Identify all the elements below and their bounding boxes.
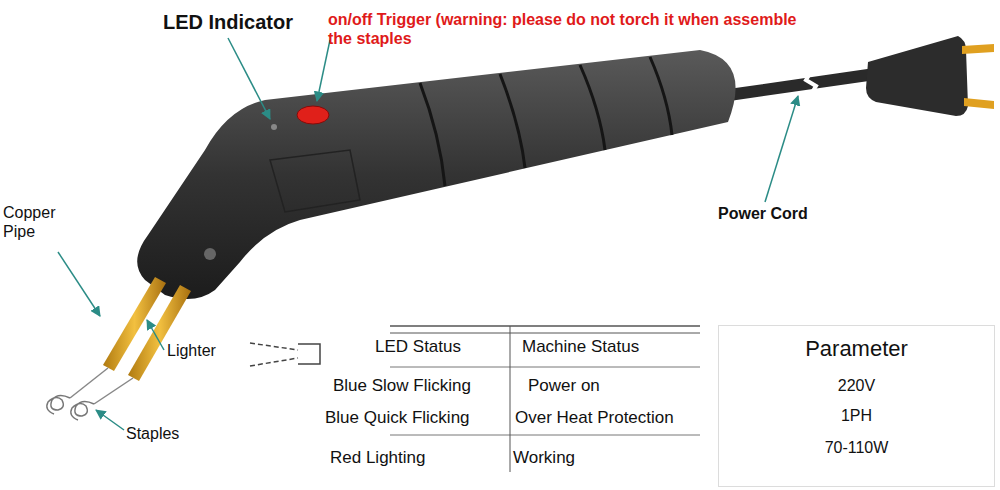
lighter-symbol xyxy=(250,343,298,350)
part-label: Copper Pipe xyxy=(3,203,73,241)
leader-line xyxy=(317,40,330,101)
table-rule xyxy=(390,367,700,368)
leader-line xyxy=(58,252,100,316)
table-cell: Working xyxy=(513,448,683,468)
parameter-value: 1PH xyxy=(719,406,994,425)
trigger-button xyxy=(297,106,329,124)
leader-line xyxy=(147,320,164,350)
copper-pipe xyxy=(128,285,191,381)
part-label: Staples xyxy=(126,424,206,443)
plug xyxy=(866,36,968,116)
grip-ridge xyxy=(650,57,672,135)
table-header: LED Status xyxy=(375,337,505,357)
grip-ridge xyxy=(420,83,445,186)
plug-prong xyxy=(964,98,994,109)
table-cell: Red Lighting xyxy=(330,448,505,468)
grip-ridge xyxy=(500,74,525,168)
table-rule xyxy=(390,435,700,436)
box-heading: Parameter xyxy=(719,336,994,362)
staple-wire xyxy=(70,368,108,398)
table-header: Machine Status xyxy=(522,337,692,357)
part-label: LED Indicator xyxy=(163,10,333,34)
grip-ridge xyxy=(580,65,605,150)
lighter-symbol xyxy=(298,344,320,364)
leader-line xyxy=(765,96,798,202)
table-cell: Blue Quick Flicking xyxy=(325,408,507,428)
power-cord xyxy=(722,74,875,96)
stapler-body xyxy=(137,50,735,299)
led-dot xyxy=(271,124,277,130)
side-knob xyxy=(204,248,216,260)
part-label: Lighter xyxy=(167,341,247,360)
staple-wire xyxy=(94,378,133,404)
table-divider xyxy=(510,326,511,472)
table-rule xyxy=(390,333,700,334)
staple-coil xyxy=(71,401,94,420)
parameter-value: 70-110W xyxy=(719,438,994,457)
lighter-symbol xyxy=(250,358,298,366)
plug-prong xyxy=(962,44,994,54)
table-cell: Blue Slow Flicking xyxy=(333,376,508,396)
copper-pipe xyxy=(103,277,166,371)
warning-note: on/off Trigger (warning: please do not t… xyxy=(328,10,808,48)
body-panel xyxy=(270,150,360,212)
table-cell: Power on xyxy=(528,376,698,396)
leader-line xyxy=(228,38,270,119)
part-label: Power Cord xyxy=(718,204,858,223)
staple-coil xyxy=(47,395,70,414)
parameter-box: Parameter 220V 1PH 70-110W xyxy=(718,325,995,487)
table-rule xyxy=(390,325,700,327)
leader-line xyxy=(96,410,124,430)
parameter-value: 220V xyxy=(719,376,994,395)
table-cell: Over Heat Protection xyxy=(515,408,705,428)
cord-break xyxy=(806,70,816,96)
